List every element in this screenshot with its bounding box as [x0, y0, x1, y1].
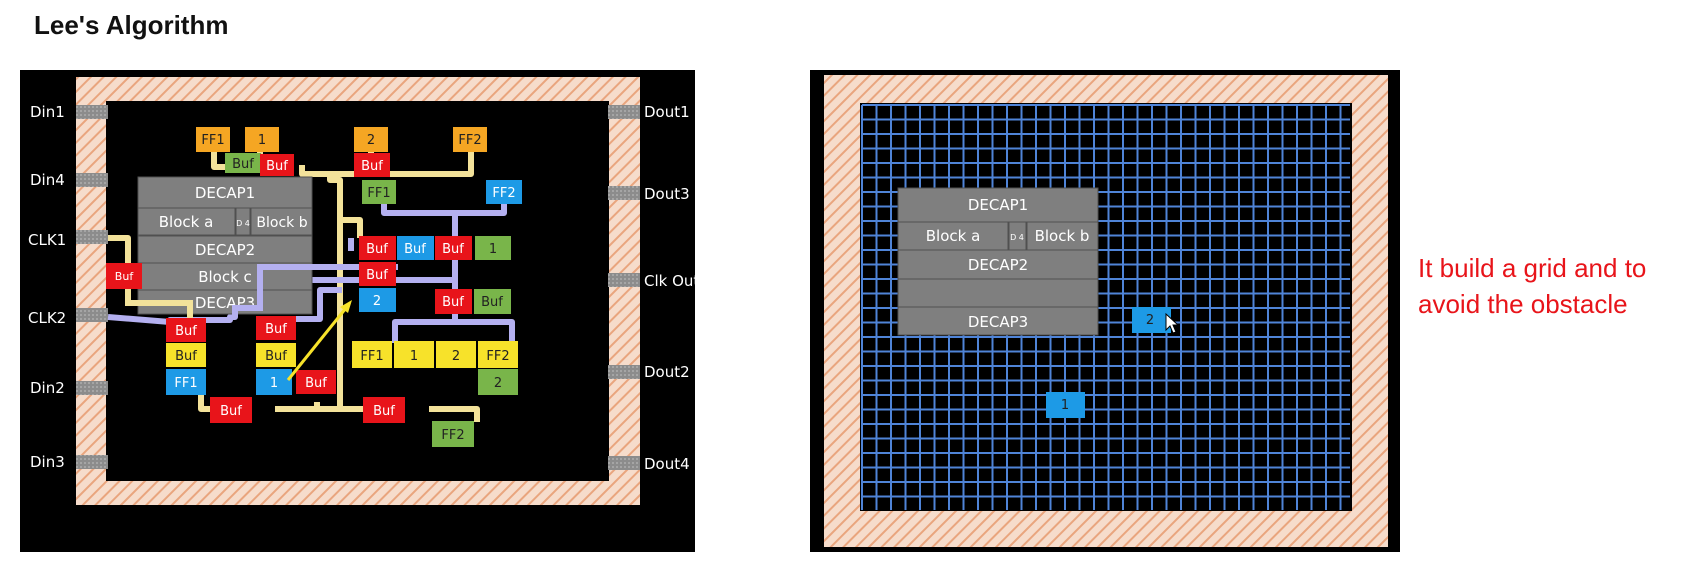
- cell-buf-r5: Buf: [175, 324, 197, 339]
- left-block-b-label: Block b: [256, 215, 307, 231]
- pin-dout1: [608, 105, 640, 119]
- cell-buf-r8: Buf: [220, 404, 242, 419]
- pin-label-din4: Din4: [30, 171, 65, 189]
- cell-buf-b1: Buf: [404, 242, 426, 257]
- pin-label-dout4: Dout4: [644, 455, 690, 473]
- cell-row-ff1: FF1: [360, 349, 383, 364]
- routing-grid-panel: DECAP1 Block a D 4 Block b DECAP2 DECAP3…: [810, 70, 1400, 552]
- right-empty-block: [898, 279, 1098, 307]
- pin-clk-out: [608, 273, 640, 287]
- cell-ff2-top: FF2: [458, 133, 481, 148]
- cell-ff1-top: FF1: [201, 133, 224, 148]
- pin-label-din1: Din1: [30, 103, 65, 121]
- cell-buf-r1: Buf: [366, 242, 388, 257]
- cell-row-2: 2: [452, 349, 460, 364]
- pin-dout2: [608, 365, 640, 379]
- cell-buf-y2: Buf: [265, 349, 287, 364]
- cell-row-1: 1: [410, 349, 418, 364]
- cell-buf-r6: Buf: [265, 322, 287, 337]
- cell-ff2-bottom: FF2: [441, 428, 464, 443]
- cell-buf-green-top: Buf: [232, 157, 254, 172]
- cell-ff1-blue: FF1: [174, 376, 197, 391]
- cell-ff2-blue: FF2: [492, 186, 515, 201]
- left-block-c-label: Block c: [198, 268, 252, 286]
- pin-label-clk2: CLK2: [28, 309, 66, 327]
- cell-row-ff2: FF2: [486, 349, 509, 364]
- pin-label-din3: Din3: [30, 453, 65, 471]
- left-decap1-label: DECAP1: [195, 184, 255, 202]
- cell-buf-y1: Buf: [175, 349, 197, 364]
- cell-buf-r9: Buf: [373, 404, 395, 419]
- right-decap3-label: DECAP3: [968, 313, 1028, 331]
- cell-1-top: 1: [258, 133, 266, 148]
- pin-label-din2: Din2: [30, 379, 65, 397]
- pin-label-dout3: Dout3: [644, 185, 690, 203]
- cell-1-green: 1: [489, 242, 497, 257]
- cell-buf-g2: Buf: [481, 295, 503, 310]
- right-decap2-label: DECAP2: [968, 256, 1028, 274]
- annotation-note: It build a grid and to avoid the obstacl…: [1418, 250, 1680, 322]
- right-block-b-label: Block b: [1035, 227, 1090, 245]
- routing-grid-diagram: DECAP1 Block a D 4 Block b DECAP2 DECAP3…: [810, 70, 1400, 552]
- macro-blocks: DECAP1 Block a D 4 Block b DECAP2 Block …: [138, 177, 312, 314]
- pin-clk2: [76, 308, 108, 322]
- pin-din1: [76, 105, 108, 119]
- cell-2-green: 2: [494, 376, 502, 391]
- pin-din2: [76, 381, 108, 395]
- cell-1-blue: 1: [270, 376, 278, 391]
- page-title: Lee's Algorithm: [34, 10, 228, 41]
- right-decap1-label: DECAP1: [968, 196, 1028, 214]
- pin-din3: [76, 455, 108, 469]
- pin-dout3: [608, 186, 640, 200]
- cell-2-top: 2: [367, 133, 375, 148]
- pin-clk1: [76, 230, 108, 244]
- right-d4-label: D 4: [1010, 233, 1024, 242]
- chip-layout-diagram: Din1 Din4 CLK1 CLK2 Din2 Din3 Dout1 Dout…: [20, 70, 695, 552]
- pin-label-clk-out: Clk Out: [644, 272, 695, 290]
- cell-ff1-green: FF1: [367, 186, 390, 201]
- cell-buf-red-top-a: Buf: [266, 159, 288, 174]
- cell-buf-red-top-b: Buf: [361, 159, 383, 174]
- pin-dout4: [608, 456, 640, 470]
- cell-buf-left: Buf: [115, 270, 135, 283]
- left-block-a-label: Block a: [159, 213, 214, 231]
- pin-label-clk1: CLK1: [28, 231, 66, 249]
- right-cell-1: 1: [1061, 398, 1069, 413]
- pin-din4: [76, 173, 108, 187]
- right-block-a-label: Block a: [926, 227, 981, 245]
- left-d4-label: D 4: [236, 219, 250, 228]
- obstacle-blocks: DECAP1 Block a D 4 Block b DECAP2 DECAP3: [898, 188, 1098, 335]
- pin-label-dout2: Dout2: [644, 363, 690, 381]
- cell-2-blue: 2: [373, 294, 381, 309]
- chip-layout-panel: Din1 Din4 CLK1 CLK2 Din2 Din3 Dout1 Dout…: [20, 70, 695, 552]
- pin-label-dout1: Dout1: [644, 103, 690, 121]
- cell-buf-r2: Buf: [442, 242, 464, 257]
- left-decap2-label: DECAP2: [195, 241, 255, 259]
- cell-buf-r4: Buf: [442, 295, 464, 310]
- cell-buf-r7: Buf: [305, 376, 327, 391]
- cell-buf-r3: Buf: [366, 268, 388, 283]
- right-cell-2: 2: [1146, 313, 1154, 328]
